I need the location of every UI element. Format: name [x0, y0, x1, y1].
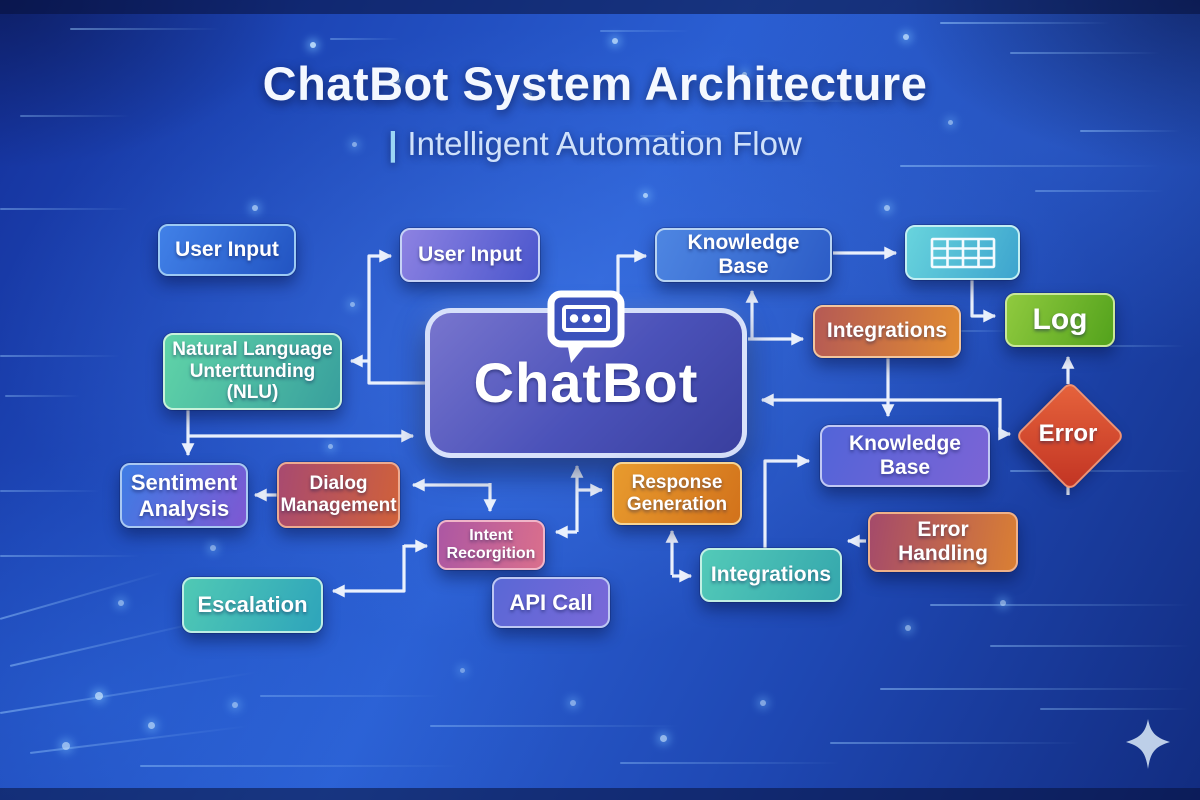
node-api-call: API Call — [492, 577, 610, 628]
chatbot-label: ChatBot — [473, 350, 699, 414]
circuit-trace — [5, 395, 80, 397]
edge-to-escalation — [331, 545, 406, 598]
glow-dot — [395, 78, 400, 83]
glow-dot — [252, 205, 258, 211]
circuit-trace — [880, 688, 1190, 690]
circuit-trace — [620, 762, 840, 764]
table-grid-icon — [930, 237, 995, 268]
circuit-trace — [900, 165, 1160, 167]
circuit-trace — [930, 604, 1190, 606]
glow-dot — [352, 142, 357, 147]
node-intent-recognition: Intent Recorgition — [437, 520, 545, 570]
node-integrations-bottom: Integrations — [700, 548, 842, 602]
edge-table-to-log — [970, 279, 997, 323]
circuit-trace — [940, 22, 1110, 24]
glow-dot — [660, 735, 667, 742]
node-dialog-management: Dialog Management — [277, 462, 400, 528]
circuit-trace — [0, 555, 140, 557]
glow-dot — [643, 193, 648, 198]
bottom-edge-shade — [0, 788, 1200, 800]
glow-dot — [148, 722, 155, 729]
node-chatbot: ChatBot — [425, 290, 747, 458]
node-data-table — [905, 225, 1020, 280]
edge-integrations-to-kb-right-left — [763, 454, 811, 548]
node-integrations-right: Integrations — [813, 305, 961, 358]
node-user-input-left: User Input — [158, 224, 296, 276]
glow-dot — [527, 92, 532, 97]
circuit-trace — [1010, 470, 1190, 472]
glow-dot — [884, 205, 890, 211]
circuit-trace — [990, 645, 1190, 647]
circuit-trace — [1035, 190, 1165, 192]
glow-dot — [118, 600, 124, 606]
circuit-trace — [70, 28, 220, 30]
node-knowledge-base-right: Knowledge Base — [820, 425, 990, 487]
node-error-diamond: Error — [1014, 380, 1126, 492]
circuit-trace — [0, 208, 130, 210]
glow-dot — [903, 34, 909, 40]
circuit-trace — [760, 100, 880, 102]
node-nlu: Natural Language Unterttunding (NLU) — [163, 333, 342, 410]
circuit-trace — [0, 490, 100, 492]
subtitle-text: Intelligent Automation Flow — [407, 125, 802, 162]
circuit-trace — [830, 742, 1080, 744]
glow-dot — [350, 302, 355, 307]
circuit-trace — [0, 571, 164, 620]
top-edge-shade — [0, 0, 1200, 14]
circuit-trace — [20, 115, 130, 117]
node-sentiment-analysis: Sentiment Analysis — [120, 463, 248, 528]
title-block: ChatBot System Architecture |Intelligent… — [0, 56, 1190, 163]
glow-dot — [310, 42, 316, 48]
glow-dot — [460, 668, 465, 673]
circuit-trace — [1085, 345, 1185, 347]
glow-dot — [760, 700, 766, 706]
node-log: Log — [1005, 293, 1115, 347]
glow-dot — [62, 742, 70, 750]
subtitle-pipe: | — [388, 125, 398, 162]
glow-dot — [328, 444, 333, 449]
glow-dot — [1000, 600, 1006, 606]
glow-dot — [95, 692, 103, 700]
circuit-trace — [640, 135, 730, 137]
circuit-trace — [330, 38, 400, 40]
node-error-handling: Error Handling — [868, 512, 1018, 572]
circuit-trace — [600, 30, 690, 32]
glow-dot — [905, 625, 911, 631]
node-escalation: Escalation — [182, 577, 323, 633]
circuit-trace — [140, 765, 460, 767]
glow-dot — [232, 702, 238, 708]
circuit-trace — [1040, 708, 1190, 710]
circuit-trace — [1010, 52, 1160, 54]
node-response-generation: Response Generation — [612, 462, 742, 525]
chat-bubble-icon — [546, 289, 626, 380]
glow-dot — [612, 38, 618, 44]
glow-dot — [948, 120, 953, 125]
circuit-trace — [1080, 130, 1180, 132]
glow-dot — [210, 545, 216, 551]
circuit-trace — [0, 355, 120, 357]
circuit-trace — [260, 695, 440, 697]
sparkle-icon — [1124, 718, 1172, 775]
node-knowledge-base-top: Knowledge Base — [655, 228, 832, 282]
diagram-title: ChatBot System Architecture — [262, 57, 928, 110]
circuit-trace — [430, 725, 680, 727]
glow-dot — [742, 72, 747, 77]
edge-line-to-error — [998, 398, 1012, 441]
circuit-trace — [950, 330, 1010, 332]
glow-dot — [570, 700, 576, 706]
diagram-subtitle: |Intelligent Automation Flow — [0, 125, 1190, 163]
circuit-trace — [29, 725, 249, 754]
circuit-trace — [0, 671, 257, 714]
node-user-input-top: User Input — [400, 228, 540, 282]
